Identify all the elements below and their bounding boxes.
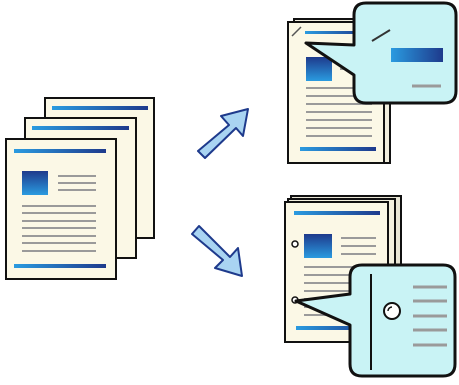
staple-magnifier-callout-icon [304, 1, 458, 105]
stack-page-front [5, 138, 117, 280]
arrow-up-right-icon [197, 108, 249, 159]
arrow-down-right-icon [191, 225, 243, 277]
document-stack-icon [5, 97, 155, 280]
punch-hole-magnifier-callout-icon [294, 263, 457, 378]
